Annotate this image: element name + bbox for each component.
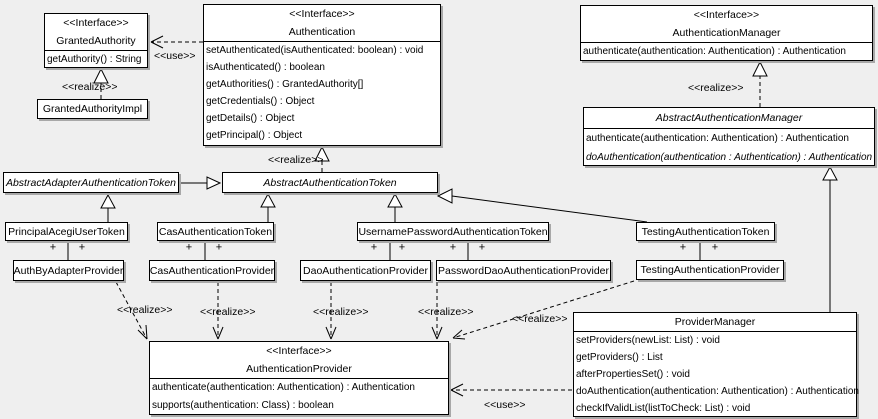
class-header: <<Interface>> AuthenticationProvider — [150, 342, 448, 379]
stereotype: <<Interface>> — [63, 17, 129, 29]
method: getAuthority() : String — [47, 54, 142, 65]
association-end-plus: + — [398, 241, 406, 254]
method: authenticate(authentication: Authenticat… — [583, 46, 846, 57]
class-name: DaoAuthenticationProvider — [303, 264, 428, 277]
class-header: <<Interface>> GrantedAuthority — [45, 14, 147, 51]
class-name: PrincipalAcegiUserToken — [8, 225, 125, 238]
method: doAuthentication(authentication: Authent… — [576, 386, 859, 397]
class-cas-authentication-provider[interactable]: CasAuthenticationProvider — [149, 260, 275, 281]
association-end-plus: + — [478, 241, 486, 254]
stereotype-label-realize: <<realize>> — [62, 81, 118, 93]
class-testing-authentication-provider[interactable]: TestingAuthenticationProvider — [636, 260, 784, 280]
class-name: AbstractAdapterAuthenticationToken — [5, 176, 177, 189]
association-end-plus: + — [185, 241, 193, 254]
class-authentication-manager[interactable]: <<Interface>> AuthenticationManager auth… — [580, 5, 873, 61]
class-name: CasAuthenticationProvider — [149, 264, 275, 277]
method: doAuthentication(authentication : Authen… — [586, 152, 873, 163]
method: afterPropertiesSet() : void — [576, 369, 690, 380]
class-name: AuthenticationProvider — [246, 363, 352, 375]
class-cas-authentication-token[interactable]: CasAuthenticationToken — [157, 222, 274, 241]
method: getDetails() : Object — [206, 113, 295, 124]
class-header: ProviderManager — [574, 313, 856, 332]
stereotype-label-realize: <<realize>> — [200, 306, 256, 318]
class-name: ProviderManager — [674, 316, 756, 328]
method: getCredentials() : Object — [206, 96, 315, 107]
association-end-plus: + — [449, 241, 457, 254]
association-end-plus: + — [711, 241, 719, 254]
generalization-testingtoken-to-abstracttoken — [436, 188, 648, 223]
generalization-providermanager-to-abstractauthenticationmanager — [822, 165, 838, 312]
stereotype-label-use: <<use>> — [484, 399, 526, 411]
class-name: UsernamePasswordAuthenticationToken — [358, 225, 548, 238]
use-dependency-authentication-to-grantedauthority — [150, 35, 203, 49]
method: getPrincipal() : Object — [206, 130, 303, 141]
method: isAuthenticated() : boolean — [206, 62, 325, 73]
stereotype: <<Interface>> — [693, 9, 760, 21]
class-name: PasswordDaoAuthenticationProvider — [437, 264, 609, 277]
stereotype-label-realize: <<realize>> — [418, 306, 474, 318]
association-end-plus: + — [679, 241, 687, 254]
class-dao-authentication-provider[interactable]: DaoAuthenticationProvider — [300, 260, 431, 281]
generalization-adaptertoken-to-abstracttoken — [179, 176, 222, 190]
class-name: GrantedAuthority — [56, 35, 136, 47]
class-name: AbstractAuthenticationManager — [655, 112, 803, 124]
method: getAuthorities() : GrantedAuthority[] — [206, 79, 364, 90]
class-testing-authentication-token[interactable]: TestingAuthenticationToken — [636, 222, 775, 241]
method: getProviders() : List — [576, 352, 663, 363]
class-name: AuthByAdapterProvider — [13, 264, 124, 277]
class-name: TestingAuthenticationToken — [641, 225, 770, 238]
association-end-plus: + — [49, 241, 57, 254]
use-dependency-providermanager-to-authenticationprovider — [450, 383, 572, 397]
method: setProviders(newList: List) : void — [576, 335, 720, 346]
stereotype-label-use: <<use>> — [154, 50, 196, 62]
class-name: AuthenticationManager — [672, 27, 781, 39]
association-end-plus: + — [215, 241, 223, 254]
association-end-plus: + — [78, 241, 86, 254]
class-header: <<Interface>> Authentication — [204, 5, 440, 42]
generalization-principaltoken-to-adaptertoken — [100, 193, 116, 222]
method: checkIfValidList(listToCheck: List) : vo… — [576, 403, 751, 414]
method: authenticate(authentication: Authenticat… — [152, 382, 415, 393]
class-name: AbstractAuthenticationToken — [263, 176, 397, 189]
method: setAuthenticated(isAuthenticated: boolea… — [206, 45, 424, 56]
class-password-dao-authentication-provider[interactable]: PasswordDaoAuthenticationProvider — [436, 260, 611, 281]
class-header: <<Interface>> AuthenticationManager — [581, 6, 872, 43]
class-name: Authentication — [288, 26, 356, 38]
class-authentication[interactable]: <<Interface>> Authentication setAuthenti… — [203, 4, 441, 146]
method: supports(authentication: Class) : boolea… — [152, 400, 334, 411]
realize-abstractauthenticationmanager-to-authenticationmanager — [752, 60, 768, 107]
class-abstract-authentication-token[interactable]: AbstractAuthenticationToken — [222, 172, 438, 193]
stereotype-label-realize: <<realize>> — [313, 306, 369, 318]
class-name: TestingAuthenticationProvider — [640, 264, 780, 276]
stereotype-label-realize: <<realize>> — [268, 154, 324, 166]
stereotype: <<Interface>> — [266, 345, 332, 357]
class-granted-authority-impl[interactable]: GrantedAuthorityImpl — [37, 99, 148, 119]
class-principal-acegi-user-token[interactable]: PrincipalAcegiUserToken — [5, 222, 128, 241]
stereotype-label-realize: <<realize>> — [512, 313, 568, 325]
class-authentication-provider[interactable]: <<Interface>> AuthenticationProvider aut… — [149, 341, 449, 415]
class-granted-authority[interactable]: <<Interface>> GrantedAuthority getAuthor… — [44, 13, 148, 68]
class-abstract-authentication-manager[interactable]: AbstractAuthenticationManager authentica… — [583, 107, 875, 166]
stereotype: <<Interface>> — [289, 8, 355, 20]
class-name: CasAuthenticationToken — [158, 225, 273, 238]
association-end-plus: + — [370, 241, 378, 254]
generalization-usernamepasswordtoken-to-abstracttoken — [387, 192, 403, 222]
generalization-castoken-to-abstracttoken — [260, 192, 276, 222]
stereotype-label-realize: <<realize>> — [117, 304, 173, 316]
method: authenticate(authentication: Authenticat… — [586, 133, 849, 144]
class-header: AbstractAuthenticationManager — [584, 108, 874, 129]
class-auth-by-adapter-provider[interactable]: AuthByAdapterProvider — [13, 260, 124, 281]
class-provider-manager[interactable]: ProviderManager setProviders(newList: Li… — [573, 312, 859, 417]
class-abstract-adapter-authentication-token[interactable]: AbstractAdapterAuthenticationToken — [3, 172, 179, 193]
class-username-password-authentication-token[interactable]: UsernamePasswordAuthenticationToken — [357, 222, 549, 241]
class-name: GrantedAuthorityImpl — [42, 103, 143, 115]
stereotype-label-realize: <<realize>> — [688, 82, 744, 94]
